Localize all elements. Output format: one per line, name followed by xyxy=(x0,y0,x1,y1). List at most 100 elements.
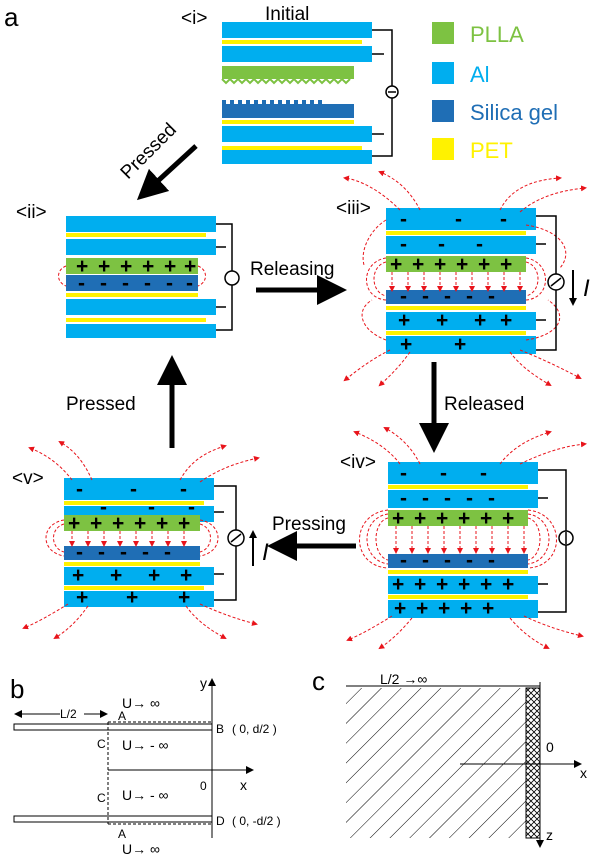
plla-charges: + + + + + + xyxy=(392,507,514,530)
positive-charge: + xyxy=(76,255,88,278)
negative-charge: - xyxy=(144,272,151,295)
legend-label-al: Al xyxy=(470,62,490,87)
silica-charges: - - - - - xyxy=(400,285,495,308)
al-layer xyxy=(386,208,536,230)
silica-charges: - - - - - - xyxy=(78,272,193,295)
al-charges-bottom: + + + + + + xyxy=(398,309,512,356)
negative-charge: - xyxy=(488,487,495,510)
silica-charges: - - - - - xyxy=(76,541,171,564)
positive-charge: + xyxy=(112,512,124,535)
field-lines xyxy=(346,427,587,650)
initial-title: Initial xyxy=(265,4,309,25)
al-layer xyxy=(66,239,216,255)
negative-charge: - xyxy=(500,208,507,231)
positive-charge: + xyxy=(392,507,404,530)
positive-charge: + xyxy=(460,597,472,620)
negative-charge: - xyxy=(166,272,173,295)
pet-layer xyxy=(222,40,362,44)
silica-texture xyxy=(222,100,322,104)
plla-layer xyxy=(222,66,354,79)
axis-label-y: y xyxy=(200,675,207,691)
stage-label-ii: <ii> xyxy=(16,202,47,223)
positive-charge: + xyxy=(180,564,192,587)
stage-ii: <ii> + + + + + + - - - - - - xyxy=(16,202,240,338)
plla-texture xyxy=(221,77,351,85)
silica-layer xyxy=(64,546,200,560)
pet-layer xyxy=(66,233,206,237)
legend-swatch-plla xyxy=(432,22,454,44)
pet-layer xyxy=(222,120,354,124)
stage-v: <v> - - - - - - + + + + + + - - - xyxy=(12,441,269,640)
silica-layer xyxy=(388,554,528,568)
al-layer xyxy=(388,576,538,594)
negative-charge: - xyxy=(188,496,195,519)
negative-charge: - xyxy=(400,549,407,572)
al-layer xyxy=(388,462,538,484)
positive-charge: + xyxy=(400,333,412,356)
pet-layer xyxy=(388,595,528,599)
legend-label-silica: Silica gel xyxy=(470,100,558,125)
pet-layer xyxy=(64,501,204,505)
positive-charge: + xyxy=(148,564,160,587)
negative-charge: - xyxy=(400,233,407,256)
negative-charge: - xyxy=(466,549,473,572)
hatched-region xyxy=(346,688,526,838)
al-layer xyxy=(388,490,538,508)
plla-layer xyxy=(388,510,528,526)
al-layer xyxy=(66,216,216,232)
negative-charge: - xyxy=(444,285,451,308)
positive-charge: + xyxy=(456,253,468,276)
positive-charge: + xyxy=(480,507,492,530)
label-pressed-2: Pressed xyxy=(66,394,136,415)
current-label: I xyxy=(583,275,590,302)
negative-charge: - xyxy=(78,272,85,295)
negative-charge: - xyxy=(488,549,495,572)
length-label: L/2 →∞ xyxy=(380,671,427,687)
al-layer xyxy=(64,478,214,500)
positive-charge: + xyxy=(502,573,514,596)
negative-charge: - xyxy=(186,272,193,295)
transition-released: Released xyxy=(419,362,524,453)
pet-layer xyxy=(386,231,526,235)
stage-iii: <iii> - - - - - - + + + + + + - - - xyxy=(336,170,590,387)
legend-label-plla: PLLA xyxy=(470,22,524,47)
point-c-top: C xyxy=(97,737,106,751)
bottom-plate xyxy=(13,815,213,823)
point-a-top: A xyxy=(118,709,126,723)
negative-charge: - xyxy=(122,272,129,295)
positive-charge: + xyxy=(390,253,402,276)
potential-mid-1: U→ - ∞ xyxy=(122,737,169,753)
origin-label: 0 xyxy=(546,739,554,755)
al-layer xyxy=(66,324,216,338)
stage-label-iv: <iv> xyxy=(340,452,376,473)
pet-layer xyxy=(222,146,362,150)
label-pressed-1: Pressed xyxy=(117,119,181,183)
negative-charge: - xyxy=(142,541,149,564)
positive-charge: + xyxy=(458,507,470,530)
positive-charge: + xyxy=(454,333,466,356)
legend-swatch-pet xyxy=(432,138,454,160)
negative-charge: - xyxy=(100,272,107,295)
current-label: I xyxy=(262,539,269,566)
panel-c: c L/2 →∞ x z 0 xyxy=(312,666,587,848)
stage-i: <i> Initial xyxy=(181,4,399,164)
plla-charges: + + + + + + xyxy=(68,512,190,535)
al-layer xyxy=(64,591,214,607)
axis-label-z: z xyxy=(546,827,553,843)
positive-charge: + xyxy=(178,586,190,609)
plla-layer xyxy=(64,515,200,531)
label-released: Released xyxy=(444,394,524,415)
length-label: L/2 xyxy=(60,707,77,721)
negative-charge: - xyxy=(422,549,429,572)
negative-charge: - xyxy=(488,285,495,308)
pet-layer xyxy=(386,306,526,310)
transition-releasing: Releasing xyxy=(250,259,347,305)
negative-charge: - xyxy=(148,496,155,519)
al-charges-top: - - - - - - xyxy=(76,478,195,519)
positive-charge: + xyxy=(184,255,196,278)
negative-charge: - xyxy=(480,462,487,485)
al-layer xyxy=(386,336,536,354)
legend-label-pet: PET xyxy=(470,138,513,163)
negative-charge: - xyxy=(98,541,105,564)
field-lines xyxy=(22,441,260,640)
